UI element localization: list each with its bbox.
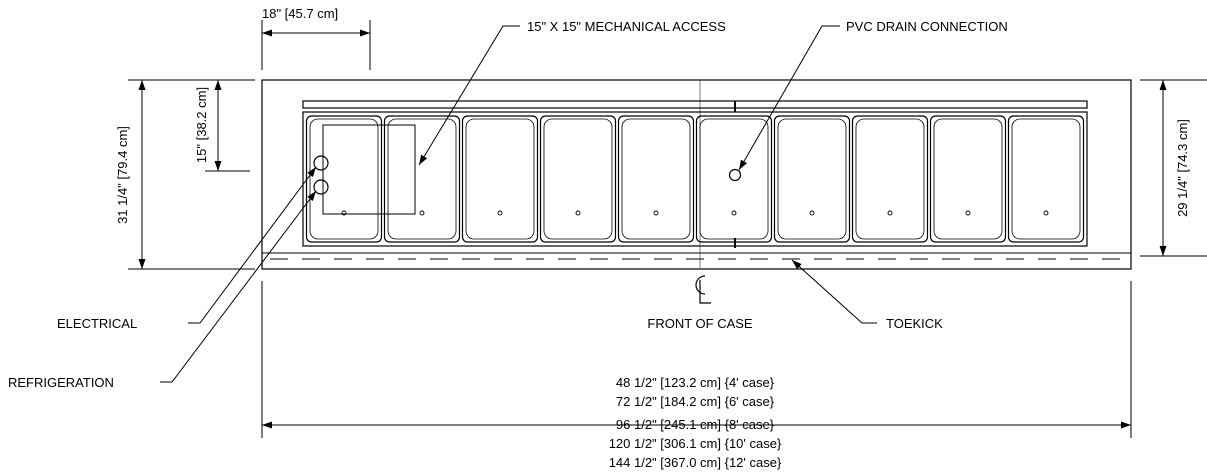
dimension-18-label: 18" [45.7 cm] <box>262 6 338 21</box>
pan-inner-wall <box>309 118 379 240</box>
case-rear-rail <box>302 100 1088 109</box>
leader-line <box>418 25 520 166</box>
pan <box>1007 115 1085 243</box>
callout-electrical: ELECTRICAL <box>57 166 317 331</box>
case-length-4ft: 48 1/2" [123.2 cm] {4' case} <box>616 375 775 390</box>
centerline-l <box>699 280 711 304</box>
mechanical-access-label: 15" X 15" MECHANICAL ACCESS <box>527 19 726 34</box>
pan <box>383 115 461 243</box>
dimension-31in: 31 1/4" [79.4 cm] <box>115 79 255 270</box>
pan-well-outline <box>302 111 1088 247</box>
dimension-18in: 18" [45.7 cm] <box>261 6 371 70</box>
pan-inner-wall <box>387 118 457 240</box>
pan <box>461 115 539 243</box>
dimension-15in: 15" [38.2 cm] <box>194 79 250 172</box>
centerline-text: CL <box>0 0 17 3</box>
pan-drain-hole <box>653 210 659 216</box>
toekick <box>262 252 1131 260</box>
dimension-29-label: 29 1/4" [74.3 cm] <box>1175 119 1190 217</box>
pvc-drain-connection <box>728 168 742 182</box>
dimension-overall-length: 48 1/2" [123.2 cm] {4' case} 72 1/2" [18… <box>261 281 1132 470</box>
case-length-6ft: 72 1/2" [184.2 cm] {6' case} <box>616 394 775 409</box>
mechanical-access-panel <box>322 124 416 215</box>
callout-refrigeration: REFRIGERATION <box>8 190 317 390</box>
centerline-c <box>695 275 706 295</box>
pan-drain-hole <box>1043 210 1049 216</box>
pan-drain-hole <box>341 210 347 216</box>
pan-inner-wall <box>933 118 1003 240</box>
pan-inner-wall <box>465 118 535 240</box>
pan <box>695 115 773 243</box>
callout-pvc-drain: PVC DRAIN CONNECTION <box>738 19 1008 171</box>
dimension-29in: 29 1/4" [74.3 cm] <box>1140 79 1207 257</box>
pan <box>773 115 851 243</box>
pan-inner-wall <box>543 118 613 240</box>
pan-drain-hole <box>887 210 893 216</box>
pan-drain-hole <box>497 210 503 216</box>
centerline-symbol: CL <box>0 0 711 304</box>
case-body <box>261 79 1132 270</box>
pan-drain-hole <box>809 210 815 216</box>
pan <box>305 115 383 243</box>
pan-inner-wall <box>777 118 847 240</box>
pan-group <box>305 115 1085 243</box>
leader-line <box>791 259 877 324</box>
pan-inner-wall <box>621 118 691 240</box>
pan-drain-hole <box>965 210 971 216</box>
case-length-12ft: 144 1/2" [367.0 cm] {12' case} <box>609 455 782 470</box>
refrigeration-label: REFRIGERATION <box>8 375 114 390</box>
case-length-10ft: 120 1/2" [306.1 cm] {10' case} <box>609 436 782 451</box>
pan <box>539 115 617 243</box>
electrical-label: ELECTRICAL <box>57 316 137 331</box>
leader-line <box>160 190 317 383</box>
pan-drain-hole <box>419 210 425 216</box>
callout-toekick: TOEKICK <box>791 259 943 331</box>
pan-drain-hole <box>575 210 581 216</box>
toekick-label: TOEKICK <box>886 316 943 331</box>
pan <box>851 115 929 243</box>
pan-inner-wall <box>1011 118 1081 240</box>
dimension-15-label: 15" [38.2 cm] <box>194 87 209 163</box>
pan-drain-hole <box>731 210 737 216</box>
pan-inner-wall <box>699 118 769 240</box>
leader-line <box>188 166 317 324</box>
pan <box>929 115 1007 243</box>
electrical-connection <box>313 155 329 171</box>
pan <box>617 115 695 243</box>
refrigeration-connection <box>313 179 329 195</box>
dimension-31-label: 31 1/4" [79.4 cm] <box>115 126 130 224</box>
pvc-drain-label: PVC DRAIN CONNECTION <box>846 19 1008 34</box>
callout-mechanical-access: 15" X 15" MECHANICAL ACCESS <box>418 19 726 166</box>
case-length-8ft: 96 1/2" [245.1 cm] {8' case} <box>616 417 775 432</box>
case-outline <box>261 79 1132 270</box>
pan-inner-wall <box>855 118 925 240</box>
front-of-case-label: FRONT OF CASE <box>647 316 753 331</box>
leader-line <box>738 25 840 171</box>
